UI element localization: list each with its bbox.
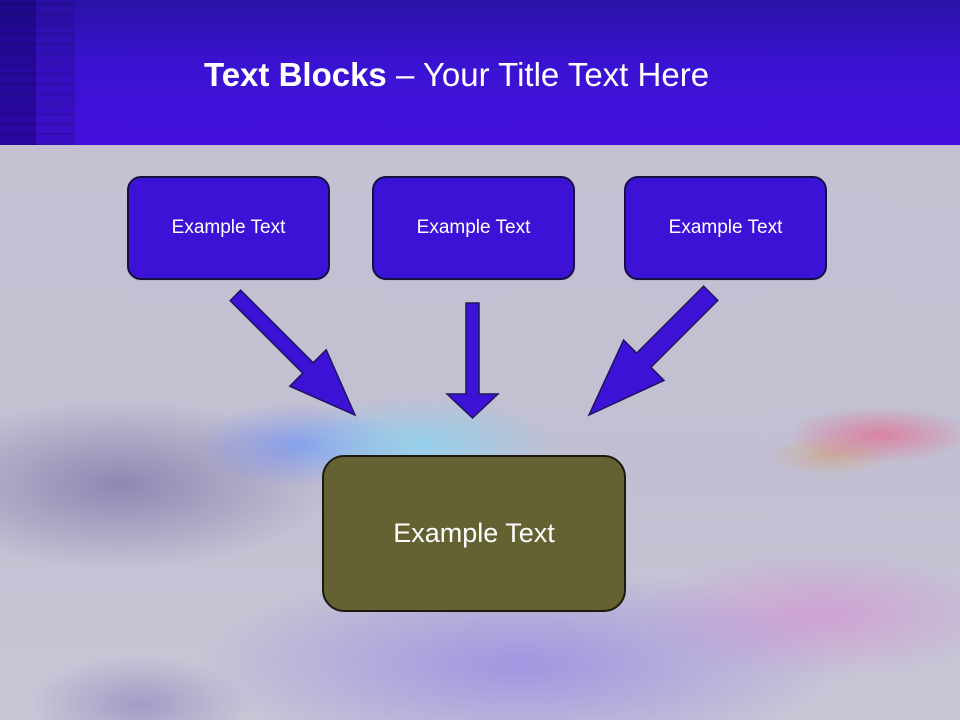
top-text-block-3: Example Text — [624, 176, 827, 280]
top-text-block-3-label: Example Text — [668, 217, 783, 238]
header-pattern — [0, 0, 75, 145]
arrow-center — [445, 302, 500, 420]
title-bold-part: Text Blocks — [204, 56, 387, 93]
bottom-text-block: Example Text — [322, 455, 626, 612]
arrow-right — [587, 285, 719, 417]
slide-title: Text Blocks – Your Title Text Here — [204, 55, 709, 95]
arrow-left — [229, 289, 357, 417]
top-text-block-2: Example Text — [372, 176, 575, 280]
top-text-block-2-label: Example Text — [416, 217, 531, 238]
top-text-block-1-label: Example Text — [171, 217, 286, 238]
header-band — [0, 0, 960, 145]
top-text-block-1: Example Text — [127, 176, 330, 280]
title-rest-part: – Your Title Text Here — [386, 56, 710, 93]
bottom-text-block-label: Example Text — [393, 518, 555, 548]
